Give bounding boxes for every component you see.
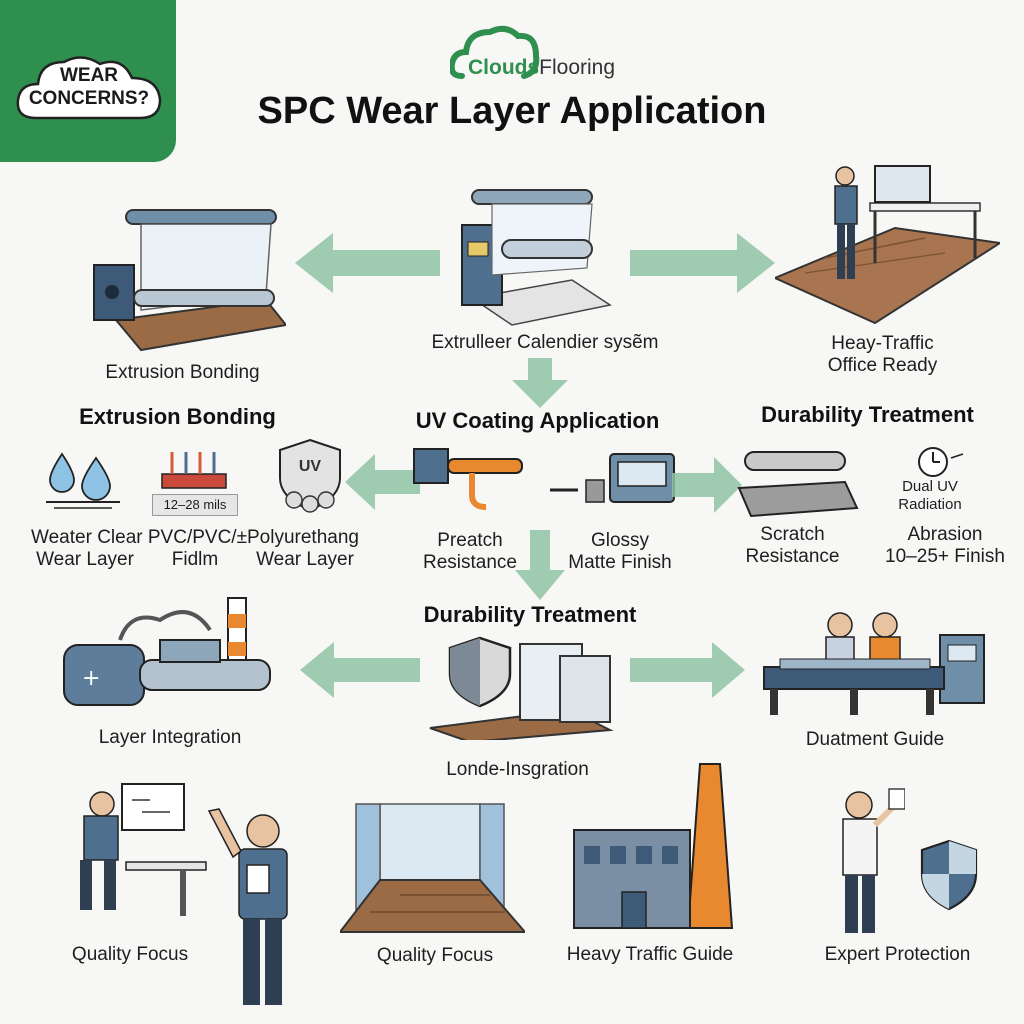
arrow-right-row2 <box>672 457 742 513</box>
production-line-icon <box>763 612 985 715</box>
arrow-left-row1 <box>295 233 440 293</box>
label-abrasion: Abrasion 10–25+ Finish <box>870 524 1020 568</box>
water-drops-icon <box>46 452 120 509</box>
label-scratch-resistance: Scratch Resistance <box>730 524 855 568</box>
label-heavy-traffic-guide: Heavy Traffic Guide <box>566 944 734 965</box>
mils-badge: 12–28 mils <box>152 494 238 516</box>
brand-bold: Clouds <box>468 56 540 79</box>
uv-timer-icon <box>918 447 964 477</box>
label-layer-integration: Layer Integration <box>98 727 242 748</box>
header-extrusion-bonding: Extrusion Bonding <box>79 404 276 429</box>
worker-pointing-icon <box>207 808 288 1005</box>
header-durability-treatment: Durability Treatment <box>761 402 974 427</box>
brand-rest: Flooring <box>539 56 616 79</box>
scratch-resistance-icon <box>737 451 859 518</box>
laminator-machine-icon <box>93 209 286 352</box>
label-wear-layer-a: Wear Layer <box>36 549 134 570</box>
factory-icon <box>573 763 734 929</box>
arrow-right-row3 <box>630 642 745 698</box>
office-workstation-icon <box>775 165 1000 325</box>
label-quality-focus-2: Quality Focus <box>376 945 494 966</box>
layer-integration-machine-icon: + <box>63 597 271 706</box>
svg-text:+: + <box>82 666 100 691</box>
badge-line-1: WEAR <box>59 65 119 86</box>
glossy-line-1: Glossy <box>590 530 650 551</box>
header-durability-treatment-mid: Durability Treatment <box>423 602 637 627</box>
wear-concerns-badge: WEAR CONCERNS? <box>0 0 176 162</box>
label-calender-system: Extrulleer Calendier sysẽm <box>431 332 659 353</box>
arrow-right-row1 <box>630 233 775 293</box>
office-line-2: Office Ready <box>827 355 938 376</box>
dual-uv-line-1: Dual UV <box>902 478 958 495</box>
label-wear-layer-c: Wear Layer <box>256 549 354 570</box>
badge-line-2: CONCERNS? <box>28 88 150 109</box>
label-film: Fidlm <box>171 549 219 570</box>
scratch-line-1: Scratch <box>760 524 825 545</box>
abrasion-line-1: Abrasion <box>907 524 983 545</box>
label-dual-uv: Dual UV Radiation <box>880 478 980 514</box>
worker-at-desk-icon <box>80 783 207 916</box>
arrow-down-2 <box>515 530 565 600</box>
shield-panel-floor-icon <box>429 636 614 740</box>
expert-presenter-icon <box>842 788 905 933</box>
cloud-icon <box>16 56 162 120</box>
glossy-line-2: Matte Finish <box>568 552 672 573</box>
arrow-left-row2 <box>345 454 420 510</box>
preatch-line-2: Resistance <box>423 552 517 573</box>
brand-name: CloudsFlooring <box>468 56 615 80</box>
uv-shield-icon <box>279 438 341 513</box>
label-londe-insgration: Londe-Insgration <box>446 759 589 780</box>
protection-shield-icon <box>920 839 978 911</box>
label-extrusion-bonding-top: Extrusion Bonding <box>105 362 260 383</box>
badge-text: WEAR CONCERNS? <box>14 64 164 110</box>
abrasion-line-2: 10–25+ Finish <box>885 546 1005 567</box>
preatch-line-1: Preatch <box>437 530 503 551</box>
label-wear-layers-line1: Weater Clear PVC/PVC/±Polyurethang <box>31 527 359 548</box>
uv-coater-icon <box>413 448 523 510</box>
uv-shield-text: UV <box>298 458 322 475</box>
calender-system-icon <box>461 189 612 326</box>
label-expert-protection: Expert Protection <box>824 944 971 965</box>
room-floor-icon <box>340 803 525 933</box>
dual-uv-line-2: Radiation <box>898 496 962 513</box>
layer-thickness-icon <box>161 452 227 489</box>
page-title: SPC Wear Layer Application <box>257 90 767 132</box>
scratch-line-2: Resistance <box>745 546 840 567</box>
logo-cloud-icon <box>450 25 540 79</box>
arrow-left-row3 <box>300 642 420 698</box>
label-office-ready: Heay-Traffic Office Ready <box>770 333 995 377</box>
label-quality-focus-1: Quality Focus <box>71 944 189 965</box>
office-line-1: Heay-Traffic <box>831 333 934 354</box>
label-preatch-resistance: Preatch Resistance <box>405 530 535 574</box>
header-uv-coating: UV Coating Application <box>415 408 660 433</box>
label-glossy-matte: Glossy Matte Finish <box>550 530 690 574</box>
arrow-down-1 <box>512 358 568 408</box>
label-duatment-guide: Duatment Guide <box>805 729 945 750</box>
glossy-finish-machine-icon <box>550 453 675 503</box>
brand-logo[interactable]: CloudsFlooring <box>450 22 650 82</box>
